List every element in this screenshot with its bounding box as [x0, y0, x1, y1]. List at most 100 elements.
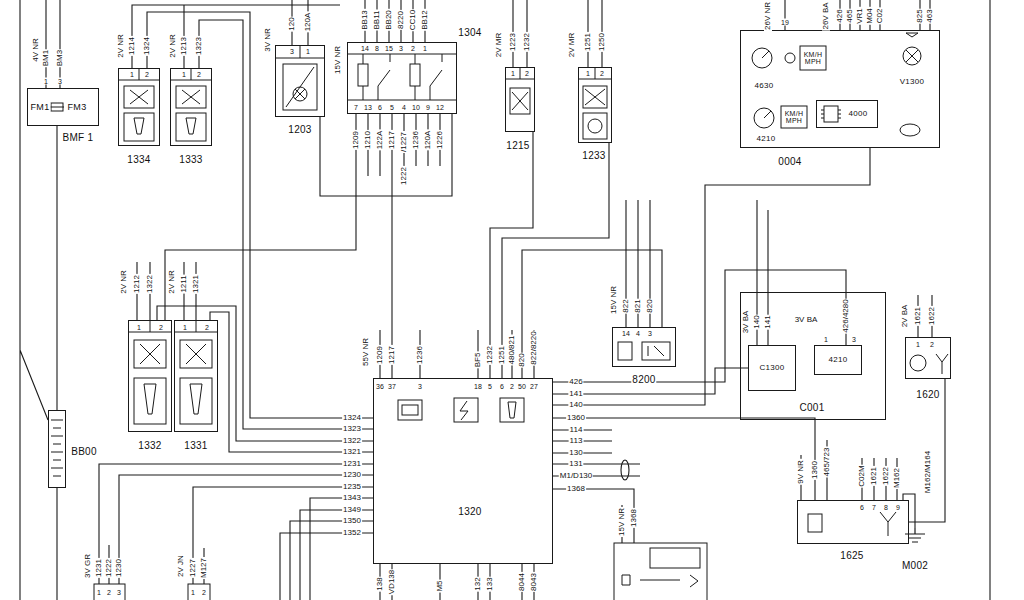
wire-label: 1217	[388, 345, 396, 365]
component-symbol	[170, 68, 212, 80]
pin-number: 10	[411, 104, 421, 111]
wire-connector	[391, 114, 392, 378]
component-text: 4210	[828, 356, 849, 364]
component-symbol	[363, 54, 390, 100]
pin-number: 2	[599, 70, 605, 77]
wire-label: 4V NR	[32, 37, 40, 63]
component-symbol	[650, 548, 700, 568]
component-symbol	[174, 320, 218, 332]
wire-connector	[522, 250, 662, 378]
wire-label: 120A	[304, 12, 312, 33]
component-symbol	[398, 400, 422, 420]
component-box: 1334	[118, 68, 160, 146]
wire-label: BM1	[42, 49, 50, 67]
pin-number: 1	[305, 48, 311, 55]
wire-label: 1622	[882, 466, 890, 486]
pin-number: 2	[204, 324, 210, 331]
pin-number: 4	[635, 330, 641, 337]
pin-number: 1321	[342, 448, 362, 456]
wire-label: BB11	[373, 10, 381, 31]
wire-label: 1213	[180, 36, 188, 56]
wire-label: 2V BA	[901, 304, 909, 329]
wire-label: 820	[646, 298, 654, 313]
component-symbol	[295, 89, 305, 99]
component-text: C1300	[758, 364, 785, 372]
wire-label: 1236	[416, 345, 424, 365]
component-symbol	[347, 54, 457, 100]
wire-label: 1222	[105, 558, 113, 578]
pin-number: 27	[529, 383, 539, 390]
pin-number: M1/D130	[559, 472, 593, 480]
component-symbol	[176, 113, 206, 141]
component-symbol	[618, 342, 632, 360]
pin-number: 7	[871, 504, 877, 511]
pin-number: 12	[435, 104, 445, 111]
wire-label: 1324	[143, 36, 151, 56]
component-symbol	[186, 118, 196, 134]
wire-label: 1622	[928, 306, 936, 326]
pin-number: 141	[568, 390, 583, 398]
pin-number: 9	[895, 504, 901, 511]
wire-label: 132	[474, 576, 482, 591]
wire-label: 15V NR	[610, 285, 618, 315]
component-symbol	[808, 514, 822, 532]
pin-number: 50	[517, 383, 527, 390]
ground-symbol: M002	[903, 528, 927, 546]
component-symbol	[128, 320, 172, 332]
wire-label: 2V NR	[168, 269, 176, 295]
pin-number: 113	[569, 437, 584, 445]
pin-number: 2	[509, 383, 515, 390]
component-box: FM1FM3BMF 1	[27, 88, 99, 126]
wire-label: 1621	[870, 466, 878, 486]
component-number: 1304	[457, 28, 482, 38]
pin-number: 1343	[342, 494, 362, 502]
wire-label: 3V GR	[84, 553, 92, 579]
wire-label: BB20	[385, 9, 393, 31]
pin-number: 6	[499, 383, 505, 390]
component-symbol	[936, 354, 948, 374]
component-number: M002	[901, 561, 929, 571]
component-symbol	[124, 86, 154, 108]
wire-label: 15V NR	[334, 45, 342, 75]
component-symbol	[118, 68, 160, 80]
pin-number: 3	[289, 48, 295, 55]
pin-number: 2	[524, 70, 530, 77]
wire-label: 1211	[180, 274, 188, 293]
pin-number: 3	[851, 336, 857, 343]
pin-number: 2	[929, 341, 935, 348]
pin-number: 1352	[342, 529, 362, 537]
component-symbol	[134, 118, 144, 134]
pin-number: 1	[915, 341, 921, 348]
wire-label: /1227	[400, 131, 408, 153]
wire-label: 141	[764, 314, 772, 329]
component-symbol	[186, 344, 206, 364]
wire-label: 426/4280	[842, 298, 850, 333]
component-number: 1203	[287, 125, 312, 135]
wire-label: 122A	[376, 130, 384, 151]
wire-label: VD138	[388, 569, 396, 595]
wire-label: 1323	[195, 36, 203, 56]
pin-number: 9	[425, 104, 431, 111]
wire-connector	[210, 312, 373, 452]
wire-label: 2V MR	[568, 32, 576, 58]
wire-label: 1368	[630, 508, 638, 528]
wire-label: 825	[916, 8, 924, 23]
pin-number: 1	[823, 336, 829, 343]
wire-connector	[320, 114, 452, 196]
pin-number: 15	[384, 45, 394, 52]
wire-label: 9V NR	[797, 459, 805, 485]
component-symbol	[180, 378, 212, 424]
wire-label: 15V NR	[618, 507, 626, 537]
wire-label: 1217	[388, 130, 396, 150]
wire-label: 2V NR	[117, 33, 125, 59]
component-symbol	[144, 384, 156, 414]
wire-label: 821	[634, 298, 642, 313]
wire-label: 1212	[133, 274, 141, 294]
component-symbol	[134, 340, 166, 368]
component-symbol	[460, 401, 468, 420]
pin-number: 3V BA	[794, 316, 819, 324]
wire-label: 1621	[914, 306, 922, 326]
component-symbol	[752, 48, 772, 68]
wire-label: 1251	[584, 32, 592, 52]
wire-label: 822	[622, 298, 630, 313]
